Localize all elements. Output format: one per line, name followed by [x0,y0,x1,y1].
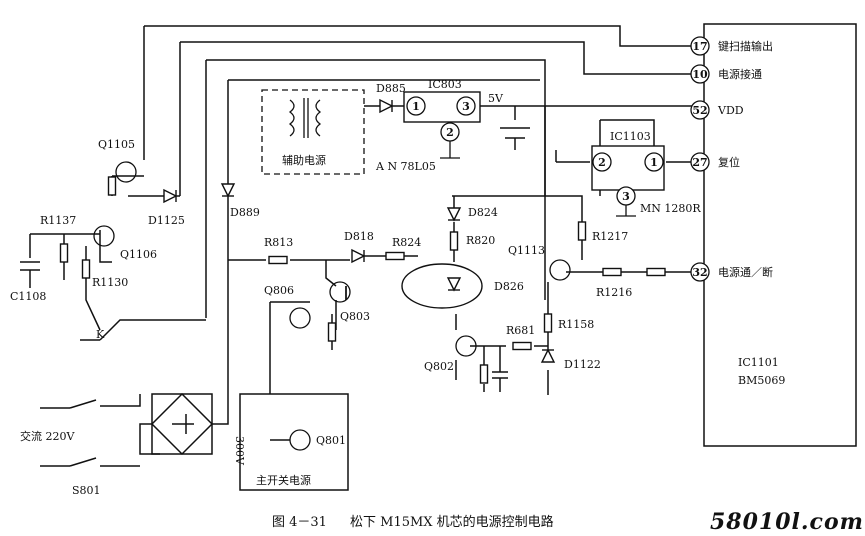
label-d826: D826 [494,280,524,293]
label-r824: R824 [392,236,421,249]
ic803-pin1 [406,96,426,116]
ic1103-pin2 [592,152,612,172]
ic1101-body [703,23,857,447]
ic803-pin1-num: 1 [412,100,420,113]
label-d1125: D1125 [148,214,185,227]
label-d824: D824 [468,206,498,219]
ic1103-pin2-num: 2 [598,156,606,169]
ic803-part: A N 78L05 [375,160,436,173]
label-d818: D818 [344,230,374,243]
transistor-q1113 [549,259,571,281]
pin-32-circle [690,262,710,282]
pin-32-label: 电源通／断 [718,265,773,279]
pin-27-number: 27 [692,156,707,169]
label-k: K [96,328,105,341]
pin-10-circle [690,64,710,84]
pin-52-number: 52 [692,104,707,117]
label-r1158: R1158 [558,318,594,331]
label-q803: Q803 [340,310,370,323]
diode-d1122 [540,348,556,363]
label-s801: S801 [72,484,101,497]
figure-title: 松下 M15MX 机芯的电源控制电路 [350,514,554,530]
regulator-output: 5V [488,92,504,105]
pin-27-circle [690,152,710,172]
main-supply-box [239,393,349,491]
label-r681: R681 [506,324,535,337]
ac-input-label: 交流 220V [20,429,75,443]
label-d1122: D1122 [564,358,601,371]
pin-27-label: 复位 [718,155,740,169]
label-c1108: C1108 [10,290,46,303]
diode-d1125 [163,188,178,204]
label-d885: D885 [376,82,406,95]
aux-supply-box [261,89,365,175]
ic803-ref: IC803 [428,78,462,91]
transistor-q801 [289,429,311,451]
pin-52-label: VDD [717,104,744,117]
pin-17-label: 键扫描输出 [718,39,773,53]
diode-d889 [220,183,236,198]
pin-32-number: 32 [692,266,707,279]
optocoupler-d826 [401,263,483,309]
diode-d885 [379,98,394,114]
ic1101-ref: IC1101 [738,356,779,369]
pin-52-circle [690,100,710,120]
main-supply-label: 主开关电源 [256,473,311,487]
wire-pin17 [144,25,692,47]
ic803-pin3-num: 3 [462,100,470,113]
pin-10-label: 电源接通 [718,67,762,81]
aux-supply-label: 辅助电源 [282,153,326,167]
ic1101-part: BM5069 [738,374,785,387]
label-q806: Q806 [264,284,294,297]
transistor-q802 [455,335,477,357]
figure-number: 图 4－31 [272,515,327,530]
label-r1217: R1217 [592,230,628,243]
label-q802: Q802 [424,360,454,373]
dc-bus-label: 300V [233,436,246,466]
label-q1105: Q1105 [98,138,135,151]
transistor-q806 [289,307,311,329]
resistors [59,176,666,384]
ic1103-ref: IC1103 [610,130,651,143]
pin-17-number: 17 [692,40,707,53]
label-r813: R813 [264,236,293,249]
label-r1137: R1137 [40,214,76,227]
ic803-pin3 [456,96,476,116]
label-q1106: Q1106 [120,248,157,261]
pin-17-circle [690,36,710,56]
transistor-q1105 [115,161,137,183]
transistor-q1106 [93,225,115,247]
ic1103-pin1-num: 1 [650,156,658,169]
label-r1216: R1216 [596,286,632,299]
label-q1113: Q1113 [508,244,545,257]
watermark: 58010l.com [710,509,864,535]
ic803-pin2-num: 2 [446,126,454,139]
label-q801: Q801 [316,434,346,447]
label-r820: R820 [466,234,495,247]
transistor-q803 [329,281,351,303]
ic1103-pin3-num: 3 [622,190,630,203]
label-d889: D889 [230,206,260,219]
pin-10-number: 10 [692,68,708,81]
ic1103-part: MN 1280R [640,202,701,215]
diode-d818 [351,248,366,264]
wire-pin10 [180,41,692,75]
diode-d824 [446,207,462,222]
ic1103-pin1 [644,152,664,172]
label-r1130: R1130 [92,276,128,289]
